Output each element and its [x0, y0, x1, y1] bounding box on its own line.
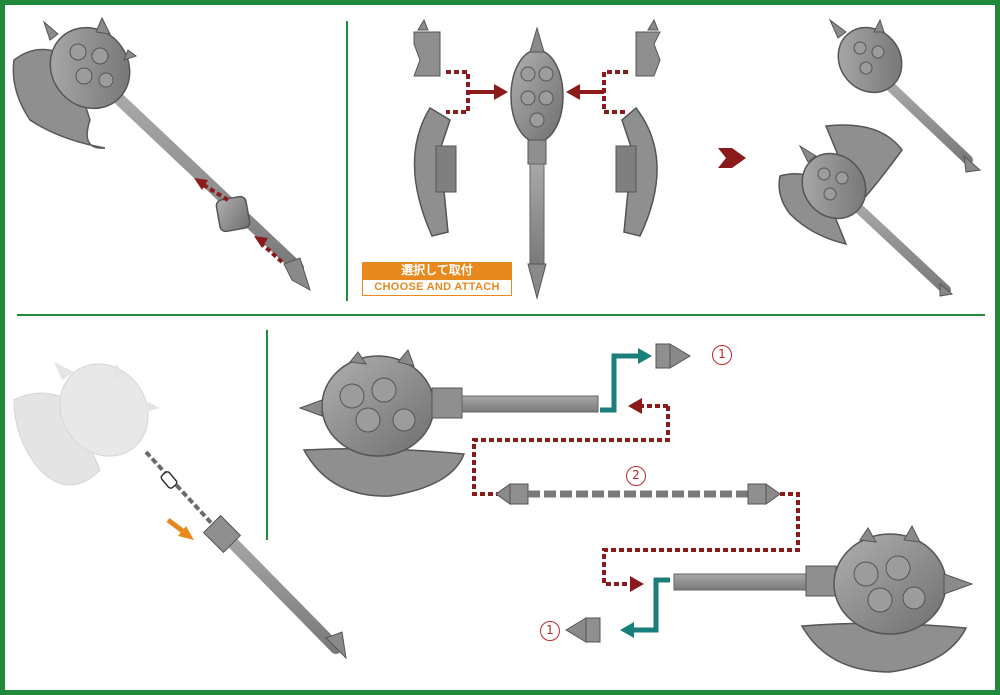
assembled-axes-icon	[778, 18, 982, 297]
chain-assembly-icon	[298, 343, 974, 673]
badge-en-label: CHOOSE AND ATTACH	[362, 279, 512, 296]
top-vertical-divider	[346, 21, 348, 301]
badge-jp-label: 選択して取付	[362, 262, 512, 279]
part-one-marker-bottom: 1	[540, 621, 560, 641]
bottom-vertical-divider	[266, 330, 268, 540]
part-two-marker: 2	[626, 466, 646, 486]
horizontal-divider	[17, 314, 985, 316]
part-one-marker-top: 1	[712, 345, 732, 365]
flail-axe-icon	[13, 362, 347, 660]
axe-with-fist-icon	[12, 16, 311, 292]
axe-parts-exploded-icon	[413, 18, 746, 300]
choose-and-attach-badge: 選択して取付 CHOOSE AND ATTACH	[362, 262, 512, 298]
